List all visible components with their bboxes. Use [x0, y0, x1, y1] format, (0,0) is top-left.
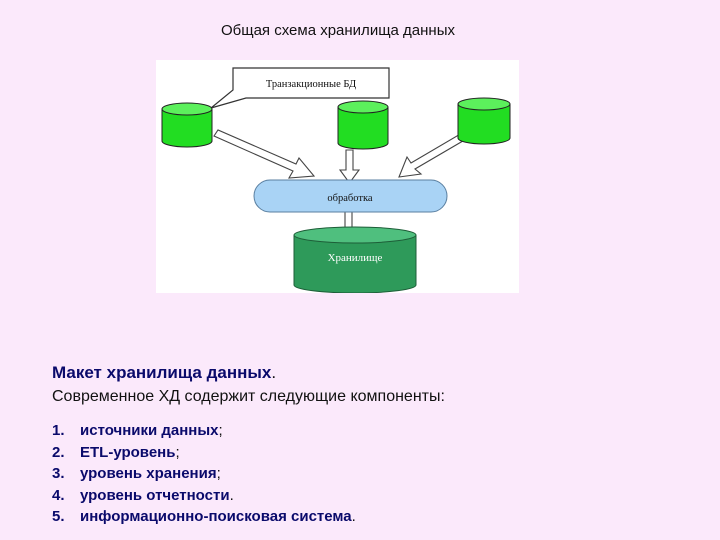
- processing-stage: обработка: [253, 179, 448, 213]
- layout-heading-text: Макет хранилища данных: [52, 363, 272, 382]
- arrow-center-source: [338, 149, 361, 184]
- list-item: 2.ETL-уровень;: [52, 443, 180, 461]
- list-item: 5.информационно-поисковая система.: [52, 508, 356, 525]
- source-db-center: [337, 100, 389, 150]
- arrow-right-source: [398, 132, 469, 178]
- process-label: обработка: [327, 193, 372, 204]
- warehouse-label: Хранилище: [328, 252, 383, 264]
- list-item: 3.уровень хранения;: [52, 465, 221, 482]
- callout-label: Транзакционные БД: [266, 79, 356, 90]
- layout-heading-period: .: [271, 363, 277, 382]
- data-warehouse-diagram: Транзакционные БД обработка: [156, 60, 519, 293]
- warehouse-cylinder: Хранилище: [293, 226, 417, 293]
- transactional-db-callout: Транзакционные БД: [210, 67, 390, 109]
- slide-title: Общая схема хранилища данных: [220, 22, 455, 39]
- intro-line: Современное ХД содержит следующие компон…: [52, 388, 445, 405]
- arrow-left-source: [213, 129, 316, 179]
- list-item: 1.источники данных;: [52, 422, 223, 439]
- components-list: 1.источники данных; 2.ETL-уровень; 3.уро…: [52, 420, 692, 528]
- list-item: 4.уровень отчетности.: [52, 486, 234, 504]
- layout-heading: Макет хранилища данных.: [52, 360, 692, 386]
- slide-body: Макет хранилища данных. Современное ХД с…: [52, 360, 692, 528]
- source-db-left: [161, 102, 213, 148]
- source-db-right: [457, 97, 511, 145]
